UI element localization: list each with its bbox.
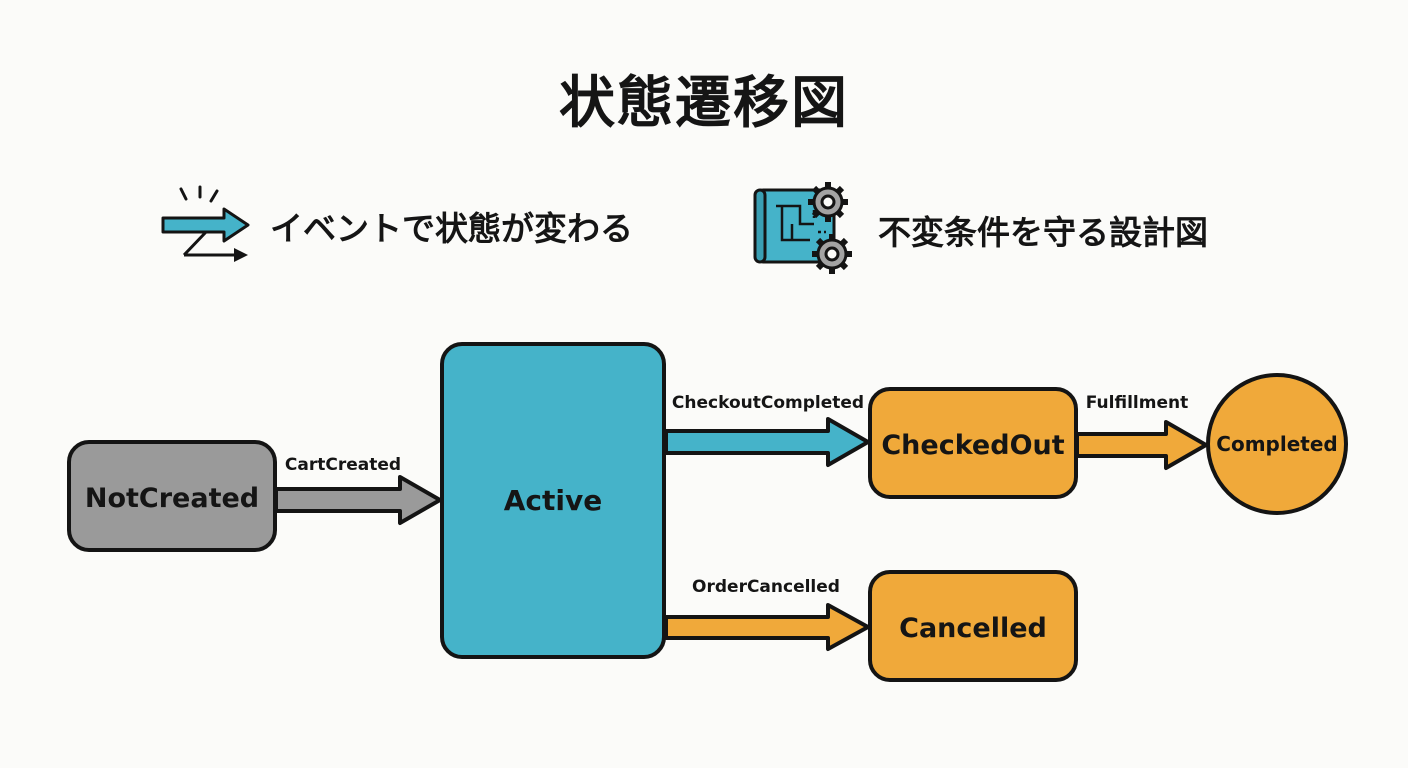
state-completed-label: Completed	[1216, 432, 1337, 456]
state-not-created: NotCreated	[67, 440, 277, 552]
transition-arrow-fulfillment	[1075, 420, 1208, 470]
legend-blueprint-text: 不変条件を守る設計図	[878, 213, 1208, 252]
transition-label-fulfillment: Fulfillment	[1086, 393, 1188, 413]
state-cancelled-label: Cancelled	[899, 613, 1047, 644]
legend-blueprint: 不変条件を守る設計図	[752, 180, 1208, 280]
legend-event-text: イベントで状態が変わる	[270, 209, 633, 248]
transition-arrow-cart-created	[274, 475, 442, 525]
page-title: 状態遷移図	[559, 71, 849, 136]
transition-arrow-order-cancelled	[664, 603, 870, 651]
event-arrows-icon	[160, 185, 252, 267]
transition-arrow-checkout-completed	[664, 417, 870, 467]
state-active-label: Active	[504, 484, 603, 517]
state-checked-out: CheckedOut	[868, 387, 1078, 499]
blueprint-gears-icon	[752, 180, 862, 280]
state-not-created-label: NotCreated	[85, 483, 259, 514]
state-active: Active	[440, 342, 666, 659]
transition-label-checkout-completed: CheckoutCompleted	[672, 393, 864, 413]
state-completed: Completed	[1206, 373, 1348, 515]
state-cancelled: Cancelled	[868, 570, 1078, 682]
state-checked-out-label: CheckedOut	[881, 430, 1064, 461]
legend-event: イベントで状態が変わる	[160, 185, 633, 267]
transition-label-order-cancelled: OrderCancelled	[692, 577, 840, 597]
transition-label-cart-created: CartCreated	[285, 455, 401, 475]
